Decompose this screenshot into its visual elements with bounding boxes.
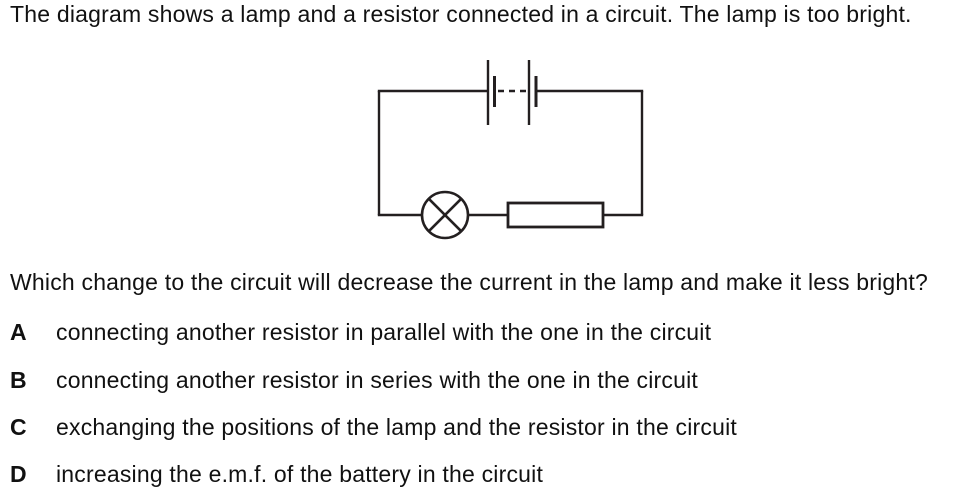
- option-letter: C: [10, 414, 27, 440]
- option-row-c: C exchanging the positions of the lamp a…: [10, 413, 737, 441]
- option-letter: D: [10, 461, 27, 487]
- question-prompt-text: Which change to the circuit will decreas…: [10, 269, 928, 295]
- option-letter: A: [10, 319, 27, 345]
- battery-icon: [486, 60, 538, 125]
- option-row-b: B connecting another resistor in series …: [10, 366, 698, 394]
- option-text: increasing the e.m.f. of the battery in …: [56, 461, 544, 487]
- circuit-diagram: [377, 60, 644, 240]
- option-text: connecting another resistor in parallel …: [56, 319, 712, 345]
- option-row-a: A connecting another resistor in paralle…: [10, 318, 711, 346]
- option-text: exchanging the positions of the lamp and…: [56, 414, 737, 440]
- lamp-icon: [420, 190, 470, 240]
- option-text: connecting another resistor in series wi…: [56, 367, 698, 393]
- option-row-d: D increasing the e.m.f. of the battery i…: [10, 460, 543, 488]
- resistor-icon: [506, 201, 605, 229]
- option-letter: B: [10, 367, 27, 393]
- question-intro-text: The diagram shows a lamp and a resistor …: [10, 1, 912, 27]
